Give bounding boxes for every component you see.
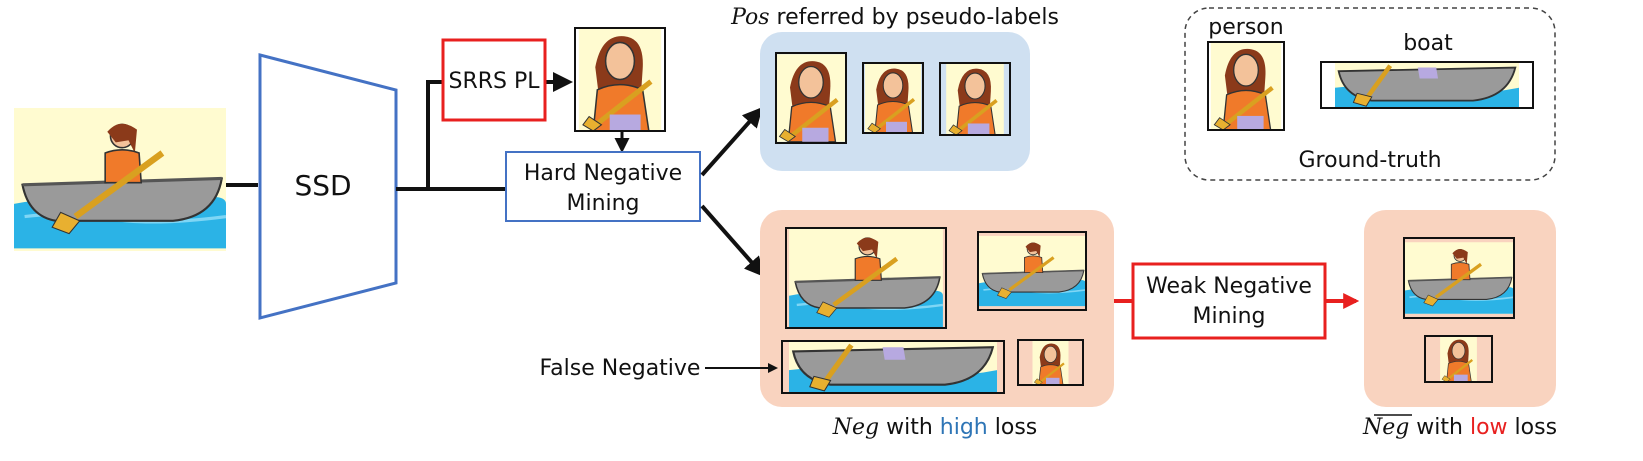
gt-title: Ground-truth: [1298, 148, 1441, 173]
positives-panel: Pos referred by pseudo-labels: [730, 5, 1059, 171]
positive-crop: [775, 52, 847, 144]
srrs-pl-box: SRRS PL: [441, 38, 547, 122]
positive-crop: [939, 62, 1011, 136]
negative-crop: [977, 231, 1087, 311]
gt-person-label: person: [1208, 15, 1283, 40]
negative-crop-false-negative: [781, 340, 1005, 394]
positive-crop: [862, 62, 924, 134]
negatives-caption: Neg with high loss: [832, 415, 1038, 440]
arrow-to-positives: [700, 107, 763, 177]
positives-caption: Pos referred by pseudo-labels: [730, 5, 1059, 30]
hard-negative-mining-box: Hard Negative Mining: [505, 151, 701, 222]
negative-crop: [1017, 339, 1084, 386]
input-image: [14, 108, 226, 251]
weak-negative-crop: [1403, 237, 1515, 319]
wnm-line2: Mining: [1192, 304, 1265, 329]
arrow-to-negatives: [700, 204, 765, 277]
weak-negative-crop: [1424, 335, 1493, 383]
negative-crop: [785, 227, 947, 329]
wnm-line1: Weak Negative: [1146, 274, 1312, 299]
branch-connectors: [396, 72, 630, 191]
hnm-line2: Mining: [566, 191, 639, 216]
gt-boat-crop: [1320, 61, 1534, 109]
ground-truth-legend: person boat Ground-truth: [1184, 7, 1556, 181]
ssd-model-box: SSD: [258, 53, 398, 320]
pseudo-label-crop: [574, 27, 666, 132]
gt-person-crop: [1207, 41, 1285, 131]
hnm-line1: Hard Negative: [524, 161, 682, 186]
weak-negatives-panel: Neg with low loss: [1362, 210, 1557, 440]
gt-boat-label: boat: [1403, 31, 1453, 56]
false-negative-label: False Negative: [540, 356, 701, 381]
ssd-label: SSD: [294, 169, 351, 202]
weak-negatives-caption: Neg with low loss: [1362, 415, 1557, 440]
srrs-pl-label: SRRS PL: [448, 69, 540, 94]
negatives-panel: Neg with high loss: [760, 210, 1114, 440]
weak-negative-mining-box: Weak Negative Mining: [1131, 262, 1327, 340]
